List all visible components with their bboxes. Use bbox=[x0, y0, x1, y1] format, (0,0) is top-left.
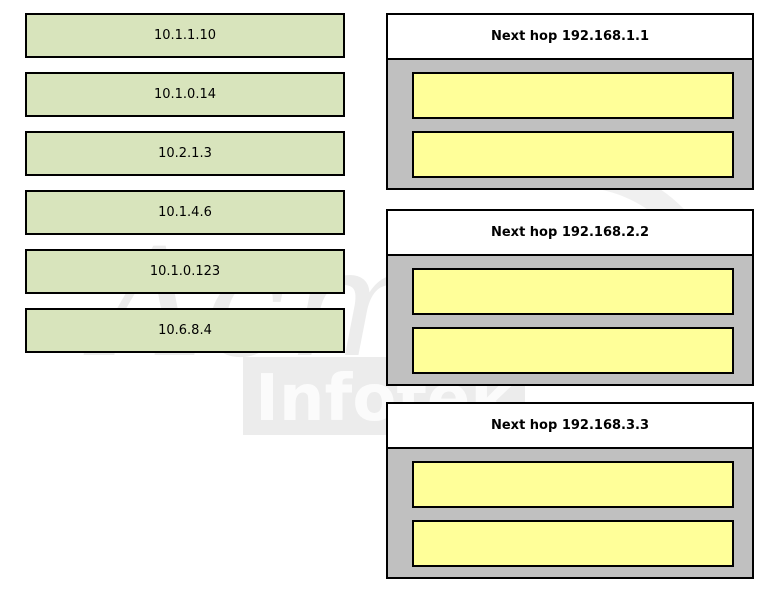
drop-slot[interactable] bbox=[412, 520, 734, 567]
address-item[interactable]: 10.6.8.4 bbox=[25, 308, 345, 353]
address-label: 10.2.1.3 bbox=[158, 146, 212, 161]
next-hop-title: Next hop 192.168.3.3 bbox=[388, 404, 752, 449]
next-hop-title: Next hop 192.168.1.1 bbox=[388, 15, 752, 60]
next-hop-group-1: Next hop 192.168.1.1 bbox=[386, 13, 754, 190]
address-label: 10.1.4.6 bbox=[158, 205, 212, 220]
address-item[interactable]: 10.1.0.123 bbox=[25, 249, 345, 294]
address-label: 10.1.0.123 bbox=[149, 264, 221, 279]
address-label: 10.1.1.10 bbox=[153, 28, 217, 43]
drop-slot[interactable] bbox=[412, 461, 734, 508]
next-hop-group-2: Next hop 192.168.2.2 bbox=[386, 209, 754, 386]
address-item[interactable]: 10.2.1.3 bbox=[25, 131, 345, 176]
address-label: 10.6.8.4 bbox=[158, 323, 212, 338]
address-item[interactable]: 10.1.0.14 bbox=[25, 72, 345, 117]
address-label: 10.1.0.14 bbox=[153, 87, 217, 102]
next-hop-title: Next hop 192.168.2.2 bbox=[388, 211, 752, 256]
address-item[interactable]: 10.1.4.6 bbox=[25, 190, 345, 235]
drop-slot[interactable] bbox=[412, 268, 734, 315]
drop-slot[interactable] bbox=[412, 131, 734, 178]
drop-slot[interactable] bbox=[412, 327, 734, 374]
address-item[interactable]: 10.1.1.10 bbox=[25, 13, 345, 58]
next-hop-group-3: Next hop 192.168.3.3 bbox=[386, 402, 754, 579]
drop-slot[interactable] bbox=[412, 72, 734, 119]
